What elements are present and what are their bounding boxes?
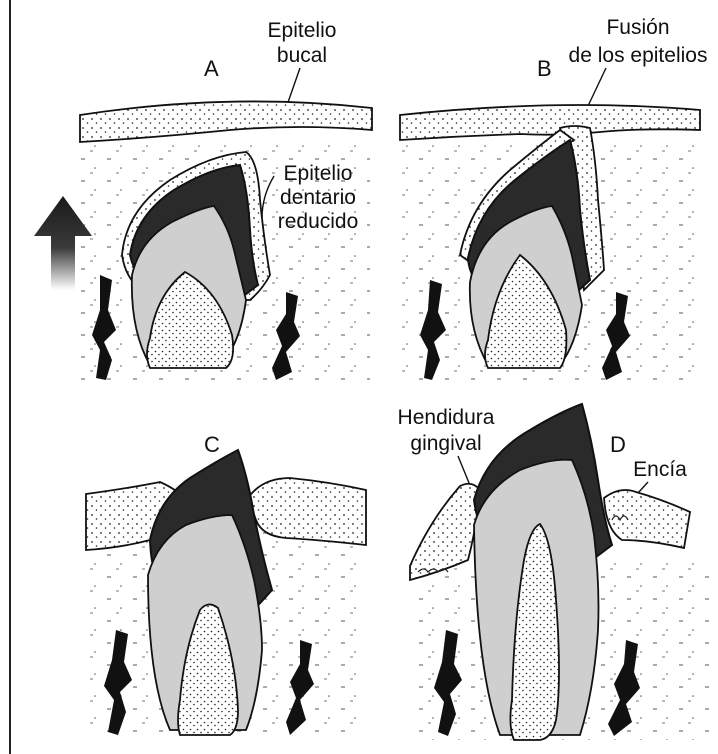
epitelio-bucal-label-line2: bucal <box>277 44 327 67</box>
oral-epithelium <box>80 101 372 142</box>
fusion-leader <box>588 68 606 106</box>
panel-c: C <box>86 432 366 735</box>
epitelio-bucal-label-line1: Epitelio <box>268 19 337 42</box>
hendidura-label-line2: gingival <box>410 432 481 455</box>
epitelio-dentario-label-line2: dentario <box>280 186 356 209</box>
panel-d: D Hendidura gingival Encía <box>398 404 710 740</box>
gingiva-right <box>604 490 690 548</box>
fusion-label-line2: de los epitelios <box>569 44 708 67</box>
panel-b-letter: B <box>537 56 552 81</box>
fusion-label-line1: Fusión <box>606 16 669 39</box>
hendidura-label-line1: Hendidura <box>398 406 495 429</box>
panel-c-letter: C <box>204 432 220 457</box>
epitelio-dentario-label-line3: reducido <box>278 210 359 233</box>
panel-a-letter: A <box>204 56 219 81</box>
panel-d-letter: D <box>610 432 626 457</box>
panel-b: B Fusión de los epitelios <box>400 16 707 380</box>
panel-a: A Epitelio bucal Epitelio dentario reduc… <box>80 19 372 380</box>
epitelio-dentario-label-line1: Epitelio <box>284 162 353 185</box>
oral-epithelium <box>400 105 700 140</box>
encia-label: Encía <box>633 458 687 481</box>
